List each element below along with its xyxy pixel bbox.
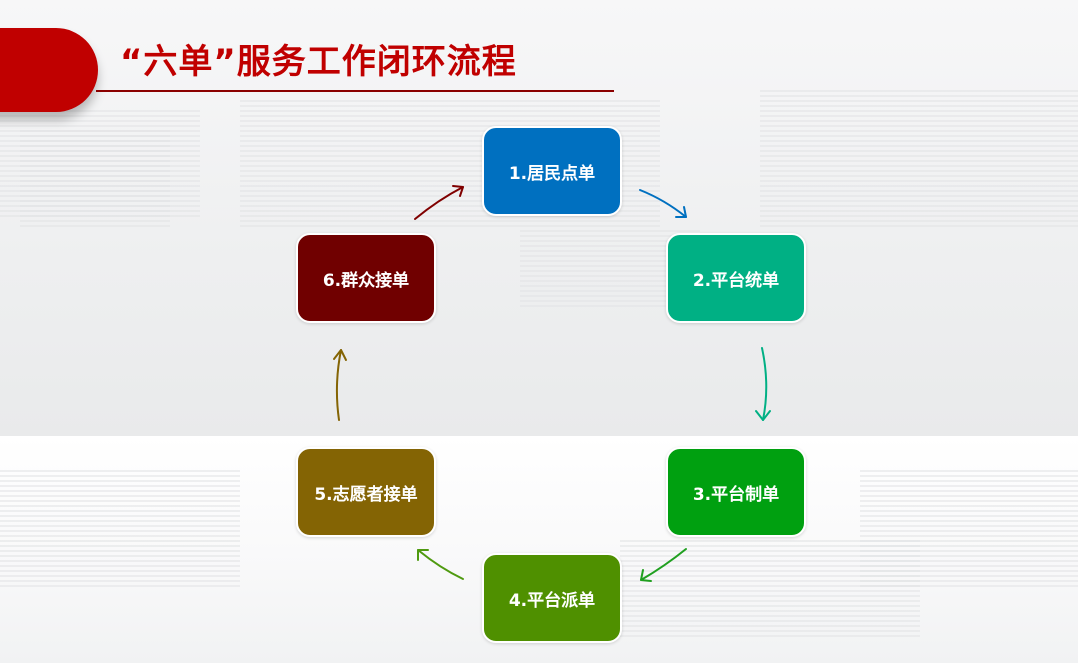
world-map-decoration (760, 90, 1078, 230)
node-label: 3.平台制单 (692, 484, 780, 505)
flow-node-platform-make: 3.平台制单 (666, 447, 806, 537)
flow-node-platform-dispatch: 4.平台派单 (482, 553, 622, 643)
slide-title: “六单”服务工作闭环流程 (120, 42, 517, 82)
world-map-decoration (20, 130, 170, 230)
node-label: 2.平台统单 (692, 270, 780, 291)
flow-node-platform-collect: 2.平台统单 (666, 233, 806, 323)
title-accent-tab (0, 28, 98, 112)
title-underline (96, 90, 614, 92)
flow-node-volunteer-accept: 5.志愿者接单 (296, 447, 436, 537)
node-label: 1.居民点单 (508, 163, 596, 184)
world-map-decoration (860, 470, 1078, 590)
flow-node-resident-order: 1.居民点单 (482, 126, 622, 216)
flow-node-public-accept: 6.群众接单 (296, 233, 436, 323)
node-label: 6.群众接单 (322, 270, 410, 291)
node-label: 4.平台派单 (508, 590, 596, 611)
world-map-decoration (0, 470, 240, 590)
node-label: 5.志愿者接单 (314, 484, 418, 505)
